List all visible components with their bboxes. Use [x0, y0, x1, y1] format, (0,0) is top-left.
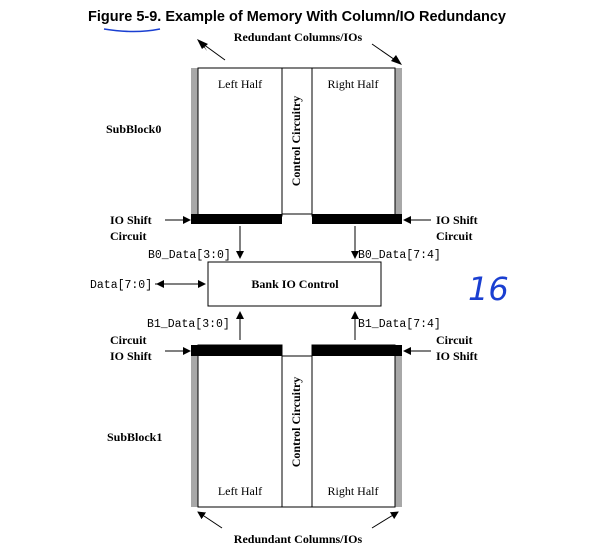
circuit-bottom-left-label: Circuit: [110, 333, 146, 347]
io-shift-bar-bottom-right: [312, 345, 402, 356]
data-bus-label: Data[7:0]: [90, 279, 152, 292]
subblock1-label: SubBlock1: [107, 430, 162, 444]
control-circuitry-bottom-label: Control Circuitry: [289, 377, 303, 468]
right-half-bottom-label: Right Half: [328, 484, 379, 498]
b0-data-low-label: B0_Data[3:0]: [148, 249, 231, 262]
io-shift-bar-top-left: [191, 214, 282, 224]
control-circuitry-top: [281, 67, 313, 215]
io-shift-top-right-label: IO Shift: [436, 213, 478, 227]
redundant-column-top-left: [191, 68, 198, 216]
b0-data-high-label: B0_Data[7:4]: [358, 249, 441, 262]
redundant-arrowhead-top-left: [197, 39, 208, 49]
figure-title: Figure 5-9. Example of Memory With Colum…: [88, 9, 506, 25]
io-shift-top-left-label: IO Shift: [110, 213, 152, 227]
circuit-top-left-label: Circuit: [110, 229, 146, 243]
right-half-bottom: [311, 344, 396, 508]
redundant-column-top-right: [395, 68, 402, 216]
io-shift-bottom-left-label: IO Shift: [110, 349, 152, 363]
redundant-arrow-bottom-left: [197, 511, 223, 529]
redundant-arrow-top-left: [202, 43, 226, 61]
b1-data-high-label: B1_Data[7:4]: [358, 318, 441, 331]
circuit-top-right-label: Circuit: [436, 229, 472, 243]
redundant-column-bottom-left: [191, 345, 198, 507]
left-half-bottom-label: Left Half: [218, 484, 262, 498]
redundant-columns-top-label: Redundant Columns/IOs: [234, 30, 363, 44]
b1-data-low-label: B1_Data[3:0]: [147, 318, 230, 331]
redundant-arrow-bottom-right: [371, 511, 399, 529]
handwritten-underline: [103, 28, 161, 33]
handwritten-annotation: 16: [468, 270, 509, 308]
left-half-top-label: Left Half: [218, 77, 262, 91]
right-half-top-label: Right Half: [328, 77, 379, 91]
subblock0-label: SubBlock0: [106, 122, 161, 136]
circuit-bottom-right-label: Circuit: [436, 333, 472, 347]
redundant-arrowhead-top-right: [391, 55, 402, 65]
left-half-bottom: [197, 344, 283, 508]
handwritten-number: 16: [468, 270, 509, 308]
io-shift-bar-bottom-left: [191, 345, 282, 356]
io-shift-bar-top-right: [312, 214, 402, 224]
right-half-top: [311, 67, 396, 217]
redundant-columns-bottom-label: Redundant Columns/IOs: [234, 532, 363, 546]
control-circuitry-top-label: Control Circuitry: [289, 96, 303, 187]
control-circuitry-bottom: [281, 355, 313, 508]
bank-io-control-box: [207, 261, 382, 307]
bank-io-control-label: Bank IO Control: [251, 277, 339, 291]
io-shift-bottom-right-label: IO Shift: [436, 349, 478, 363]
redundant-column-bottom-right: [395, 345, 402, 507]
